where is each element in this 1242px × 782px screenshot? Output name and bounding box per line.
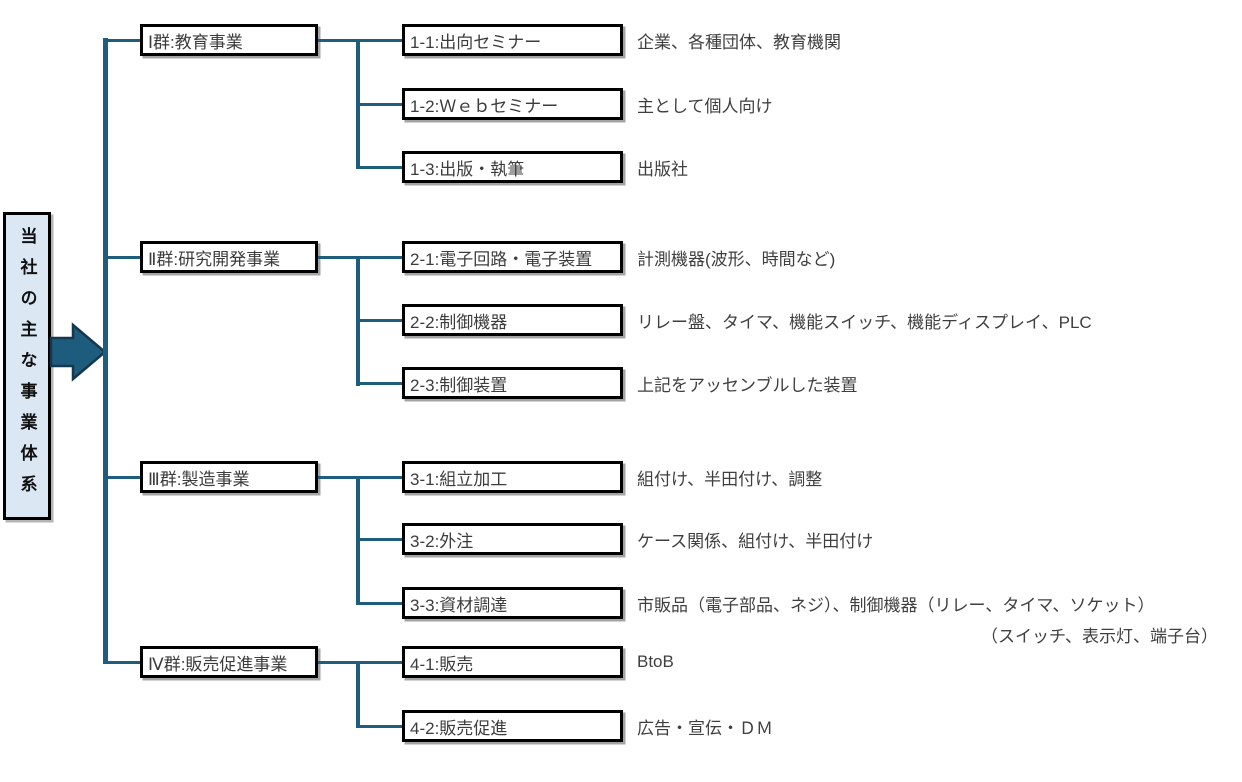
root-label: 当社の主な事業体系 <box>17 226 37 506</box>
item-label: 3-2:外注 <box>410 531 474 551</box>
group-box-2: Ⅱ群:研究開発事業 <box>140 241 318 273</box>
group-label: Ⅳ群:販売促進事業 <box>148 654 288 674</box>
item-box-1-3: 1-3:出版・執筆 <box>402 151 623 183</box>
item-box-4-1: 4-1:販売 <box>402 646 623 678</box>
item-box-3-2: 3-2:外注 <box>402 523 623 555</box>
connector-trunk-to-group-1 <box>103 38 140 42</box>
item-desc-3-3: 市販品（電子部品、ネジ）、制御機器（リレー、タイマ、ソケット） <box>637 595 1155 615</box>
item-desc-1-2: 主として個人向け <box>637 96 773 116</box>
connector-group3-item1 <box>318 475 402 479</box>
item-label: 4-1:販売 <box>410 654 474 674</box>
item-box-4-2: 4-2:販売促進 <box>402 710 623 742</box>
group-box-4: Ⅳ群:販売促進事業 <box>140 646 318 678</box>
connector-group1-item1 <box>318 38 402 42</box>
connector-group3-item2 <box>356 537 402 541</box>
group-label: Ⅲ群:製造事業 <box>148 469 250 489</box>
item-desc-3-1: 組付け、半田付け、調整 <box>637 469 823 489</box>
item-desc-3-2: ケース関係、組付け、半田付け <box>637 531 874 551</box>
connector-group4-item2 <box>356 724 402 728</box>
item-label: 4-2:販売促進 <box>410 718 508 738</box>
item-box-3-3: 3-3:資材調達 <box>402 587 623 619</box>
group-box-1: Ⅰ群:教育事業 <box>140 24 318 56</box>
group-label: Ⅰ群:教育事業 <box>148 32 243 52</box>
connector-trunk-to-group-4 <box>103 660 140 664</box>
item-label: 2-2:制御機器 <box>410 312 508 332</box>
item-box-1-1: 1-1:出向セミナー <box>402 24 623 56</box>
connector-group2-item2 <box>356 318 402 322</box>
item-label: 2-1:電子回路・電子装置 <box>410 249 593 269</box>
connector-group2-item3 <box>356 381 402 385</box>
item-label: 1-2:Ｗｅｂセミナー <box>410 96 559 116</box>
item-desc-2-3: 上記をアッセンブルした装置 <box>637 375 858 395</box>
item-desc-1-1: 企業、各種団体、教育機関 <box>637 32 841 52</box>
item-desc-2-1: 計測機器(波形、時間など) <box>637 249 836 269</box>
connector-group2-item1 <box>318 255 402 259</box>
connector-group3-item3 <box>356 601 402 605</box>
item-box-2-3: 2-3:制御装置 <box>402 367 623 399</box>
item-label: 2-3:制御装置 <box>410 375 508 395</box>
item-label: 1-3:出版・執筆 <box>410 159 525 179</box>
item-label: 1-1:出向セミナー <box>410 32 542 52</box>
item-box-2-2: 2-2:制御機器 <box>402 304 623 336</box>
item-desc-4-1: BtoB <box>637 652 674 671</box>
item-box-3-1: 3-1:組立加工 <box>402 461 623 493</box>
item-label: 3-3:資材調達 <box>410 595 508 615</box>
item-box-1-2: 1-2:Ｗｅｂセミナー <box>402 88 623 120</box>
connector-group1-item3 <box>356 165 402 169</box>
connector-trunk-to-group-3 <box>103 475 140 479</box>
item-desc-3-3-line2: （スイッチ、表示灯、端子台） <box>981 626 1218 646</box>
root-box: 当社の主な事業体系 <box>3 212 51 520</box>
connector-group1-item2 <box>356 102 402 106</box>
item-label: 3-1:組立加工 <box>410 469 508 489</box>
connector-trunk-to-group-2 <box>103 255 140 259</box>
connector-group4-item1 <box>318 660 402 664</box>
trunk-line <box>103 38 108 663</box>
flow-arrow-icon <box>49 322 107 382</box>
item-desc-2-2: リレー盤、タイマ、機能スイッチ、機能ディスプレイ、PLC <box>637 312 1092 332</box>
item-desc-4-2: 広告・宣伝・ＤＭ <box>637 718 773 738</box>
item-desc-1-3: 出版社 <box>637 159 688 179</box>
connector-group4-vertical <box>356 660 360 728</box>
group-label: Ⅱ群:研究開発事業 <box>148 249 281 269</box>
item-box-2-1: 2-1:電子回路・電子装置 <box>402 241 623 273</box>
group-box-3: Ⅲ群:製造事業 <box>140 461 318 493</box>
